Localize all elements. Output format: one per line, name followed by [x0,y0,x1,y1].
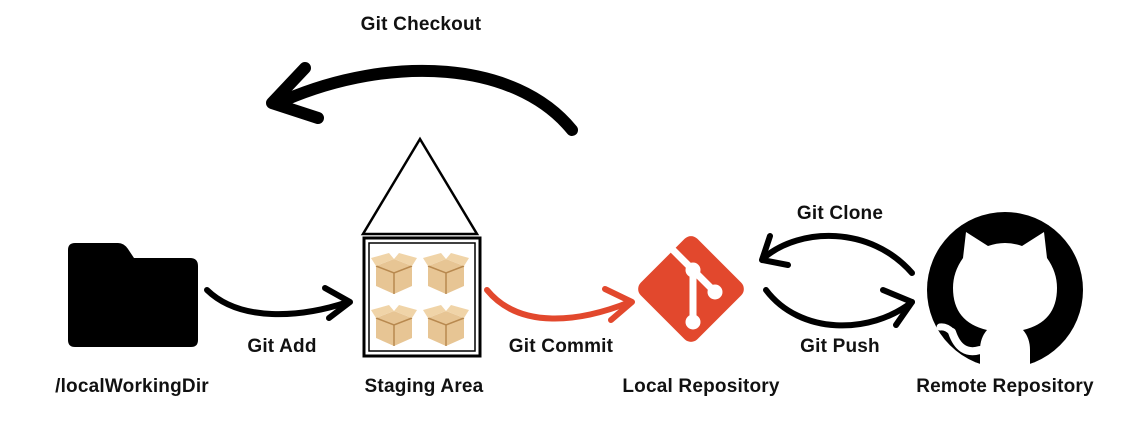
folder-icon [68,243,198,347]
remote-repository-label: Remote Repository [916,376,1094,397]
local-repository-label: Local Repository [622,376,780,397]
box-3 [371,305,417,346]
clone-arrow [759,233,915,276]
staging-area-label: Staging Area [364,376,484,397]
commit-label: Git Commit [508,336,614,357]
checkout-arrow [266,62,578,136]
boxes-icon [371,253,469,346]
checkout-label: Git Checkout [360,14,482,35]
box-4 [423,305,469,346]
push-arrow [763,287,915,329]
staging-roof [360,136,480,236]
add-label: Git Add [247,336,317,357]
git-logo-icon [638,236,744,342]
box-2 [423,253,469,294]
commit-arrow [484,286,635,323]
clone-label: Git Clone [796,203,884,224]
working-dir-label: /localWorkingDir [55,376,209,397]
push-label: Git Push [800,336,880,357]
github-logo-icon [927,212,1083,368]
add-arrow [204,285,353,321]
box-1 [371,253,417,294]
